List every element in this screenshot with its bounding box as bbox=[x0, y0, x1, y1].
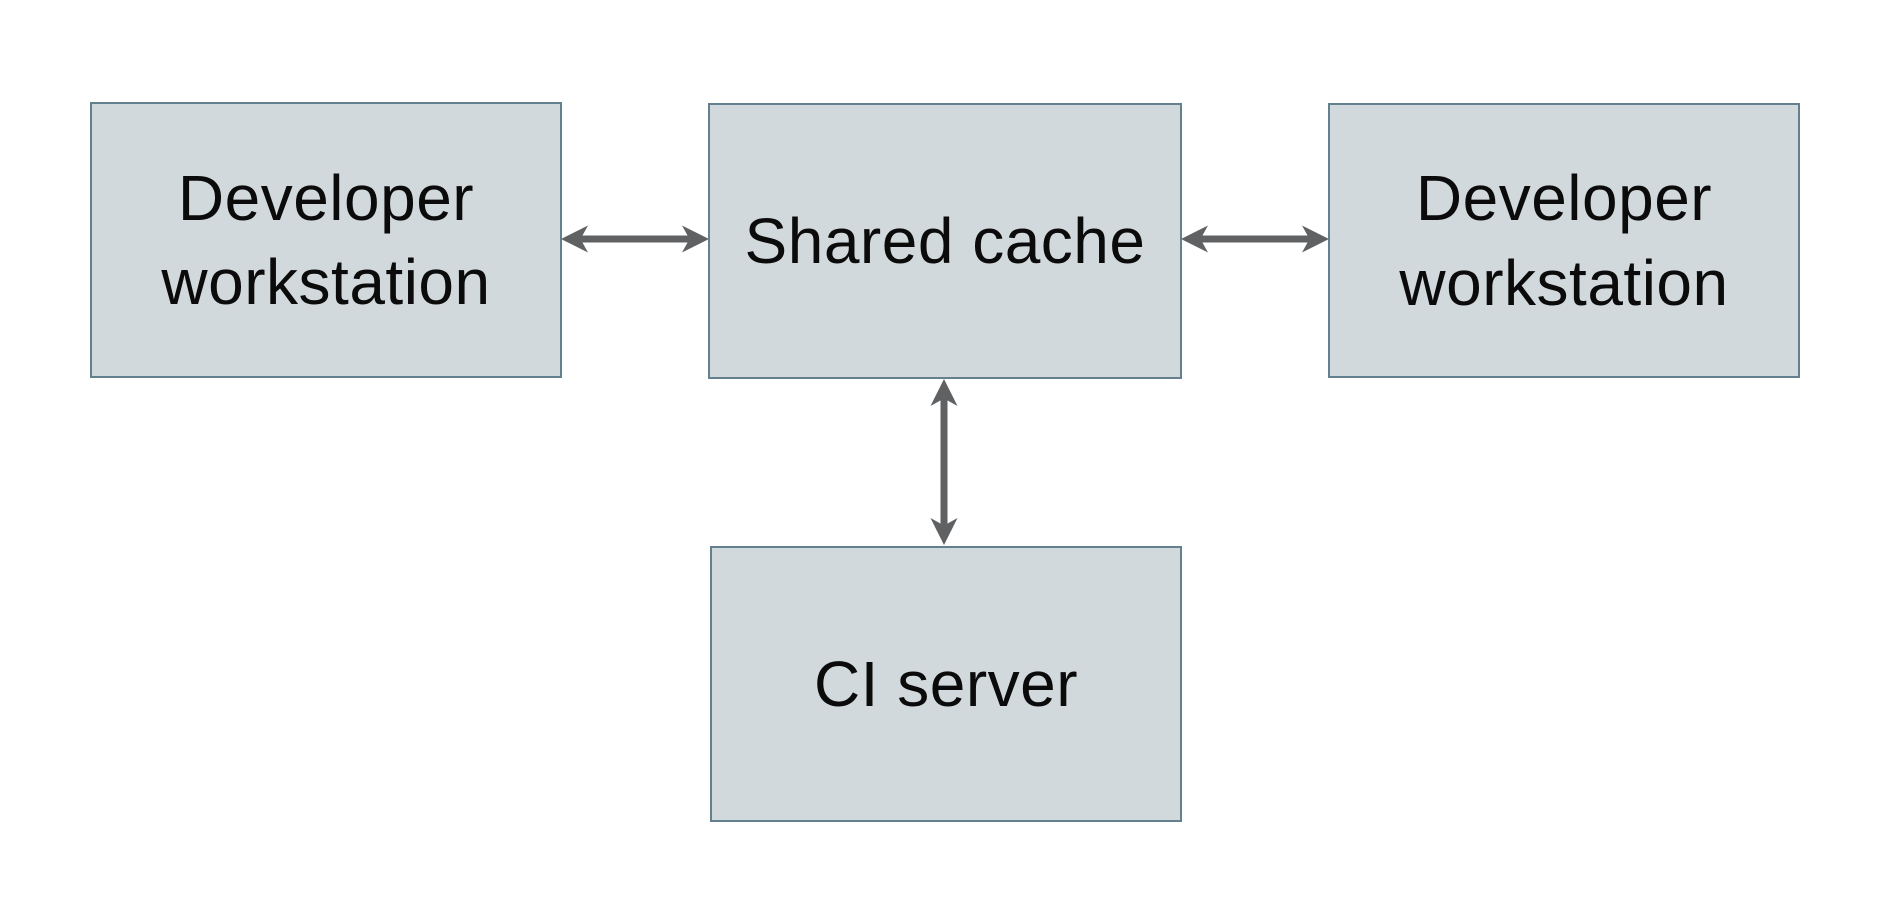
node-label: Developer workstation bbox=[1399, 162, 1729, 319]
node-developer-workstation-left: Developer workstation bbox=[90, 102, 562, 378]
bidirectional-arrow-left-workstation-shared-cache bbox=[561, 219, 709, 259]
double-arrow-icon bbox=[1181, 225, 1329, 253]
node-label: CI server bbox=[813, 647, 1079, 720]
double-arrow-icon bbox=[930, 379, 958, 545]
double-arrow-icon bbox=[561, 225, 709, 253]
node-label: Developer workstation bbox=[161, 161, 491, 318]
node-label: Shared cache bbox=[744, 204, 1146, 277]
bidirectional-arrow-shared-cache-ci-server bbox=[924, 379, 964, 545]
node-developer-workstation-right: Developer workstation bbox=[1328, 103, 1800, 378]
node-ci-server: CI server bbox=[710, 546, 1182, 822]
node-shared-cache: Shared cache bbox=[708, 103, 1182, 379]
bidirectional-arrow-shared-cache-right-workstation bbox=[1181, 219, 1329, 259]
